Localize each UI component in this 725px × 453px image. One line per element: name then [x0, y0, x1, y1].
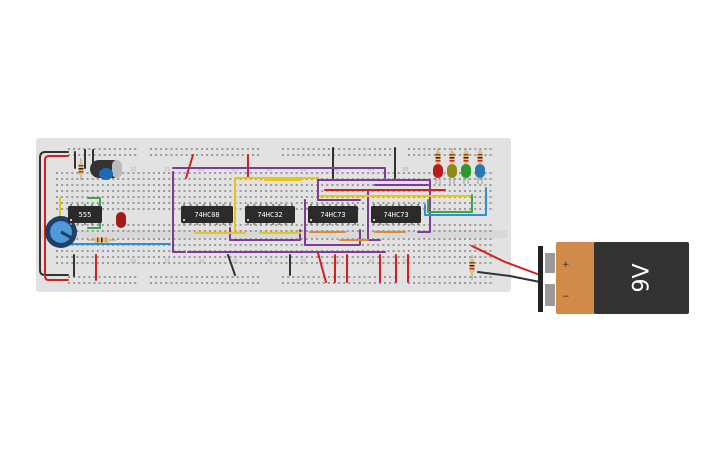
battery-9v: + − 9V — [538, 242, 689, 314]
potentiometer — [45, 216, 77, 248]
column-number-top: 25 — [232, 167, 238, 173]
chip-74hc73-b: 74HC73 — [371, 204, 421, 225]
column-number-top: 20 — [198, 167, 204, 173]
chip-74hc73-a: 74HC73 — [308, 204, 358, 225]
battery-lead-red — [471, 245, 541, 276]
column-number-bottom: 50 — [402, 259, 408, 265]
column-number-bottom: 40 — [334, 259, 340, 265]
column-number-bottom: 30 — [266, 259, 272, 265]
column-number-top: 45 — [368, 167, 374, 173]
chip-label: 74HC73 — [320, 211, 345, 219]
column-number-bottom: 35 — [300, 259, 306, 265]
leds — [433, 164, 485, 184]
led-green — [461, 164, 471, 184]
chip-body — [245, 206, 295, 223]
wire-green-led — [427, 194, 473, 213]
column-number-top: 50 — [402, 167, 408, 173]
chip-74hc32: 74HC32 — [245, 204, 295, 225]
battery-minus-sign: − — [562, 292, 570, 302]
column-number-bottom: 45 — [368, 259, 374, 265]
wire-red-bottom-2 — [317, 252, 327, 283]
battery-label: 9V — [630, 263, 655, 292]
led-resistors — [435, 148, 483, 168]
column-number-top: 40 — [334, 167, 340, 173]
led-olive — [447, 164, 457, 184]
column-number-top: 15 — [164, 167, 170, 173]
column-number-bottom: 20 — [198, 259, 204, 265]
resistor-bottom-left — [88, 237, 116, 243]
wire-left-red-loop — [44, 155, 69, 281]
column-numbers: 10 10 15 15 20 20 25 25 30 30 35 35 40 40 45 45 50 50 — [130, 167, 408, 265]
battery-body — [556, 242, 596, 314]
wire-black-bottom-2 — [227, 254, 236, 276]
electrolytic-capacitor — [90, 160, 122, 180]
chip-label: 74HC08 — [194, 211, 219, 219]
chip-label: 74HC73 — [383, 211, 408, 219]
chips: 555 74HC08 74HC32 74HC73 74HC73 — [68, 204, 421, 225]
chip-74hc08: 74HC08 — [181, 204, 233, 225]
resistor-top-left — [78, 158, 84, 180]
chip-body — [68, 206, 102, 223]
wire-left-black-loop — [39, 151, 69, 276]
column-number-top: 30 — [266, 167, 272, 173]
battery-cap — [594, 242, 689, 314]
led-red — [433, 164, 443, 184]
column-number-bottom: 25 — [232, 259, 238, 265]
wire-yellow-1 — [234, 177, 319, 231]
wire-purple-mid-2 — [304, 199, 361, 246]
wire-purple-top — [172, 167, 386, 179]
chip-body — [181, 206, 233, 223]
column-number-bottom: 15 — [164, 259, 170, 265]
resistor-right — [469, 255, 475, 280]
battery-plus-sign: + — [562, 260, 570, 270]
battery-lead-black — [477, 271, 541, 283]
chip-555: 555 — [68, 204, 102, 225]
wire-purple-right-1 — [317, 179, 431, 233]
wire-purple-mid-3 — [317, 177, 361, 201]
wire-blue-led — [424, 187, 487, 216]
column-number-bottom: 10 — [130, 259, 136, 265]
wires — [39, 147, 541, 283]
red-capacitor — [116, 212, 126, 228]
wire-red-top-1 — [185, 154, 194, 179]
wire-purple-left-v — [172, 171, 186, 253]
led-blue — [475, 164, 485, 184]
chip-body — [308, 206, 358, 223]
column-number-top: 35 — [300, 167, 306, 173]
chip-label: 74HC32 — [257, 211, 282, 219]
chip-label: 555 — [79, 211, 92, 219]
chip-body — [371, 206, 421, 223]
column-number-top: 10 — [130, 167, 136, 173]
